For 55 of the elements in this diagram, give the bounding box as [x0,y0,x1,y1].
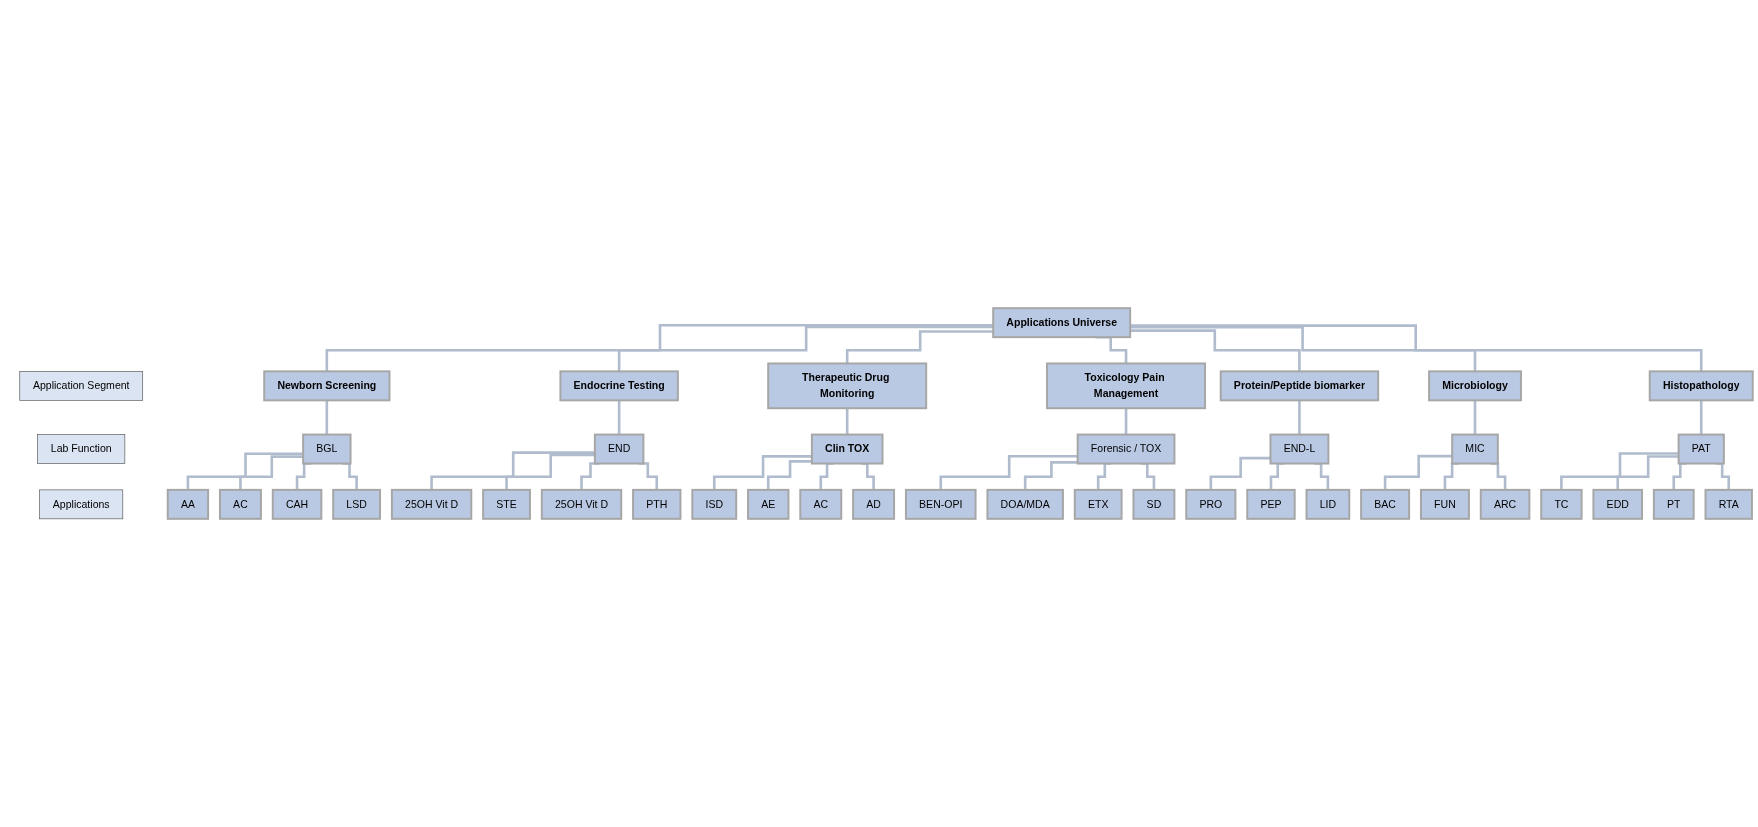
node-box: BAC [1360,488,1411,520]
node-box: TC [1540,488,1583,520]
node-box: STE [482,488,531,520]
node-box: Toxicology Pain Management [1046,362,1207,410]
connector [845,330,994,365]
node-box: CAH [271,488,323,520]
node-box: Forensic / TOX [1076,433,1176,465]
connector [1130,325,1477,373]
node-box: Application Segment [19,371,144,401]
node-box: Newborn Screening [263,370,391,402]
node-box: AA [166,488,210,520]
connector [617,399,621,436]
node-box: AD [852,488,896,520]
node-box: AE [747,488,790,520]
node-box: Endocrine Testing [559,370,679,402]
connector [325,399,329,436]
node-box: DOA/MDA [986,488,1064,520]
node-box: Lab Function [37,434,126,464]
node-box: PAT [1677,433,1725,465]
node-box: Clin TOX [810,433,884,465]
node-box: Therapeutic Drug Monitoring [767,362,928,410]
node-box: Protein/Peptide biomarker [1219,370,1380,402]
node-box: PRO [1185,488,1237,520]
node-box: END-L [1269,433,1330,465]
node-box: RTA [1704,488,1753,520]
node-box: FUN [1419,488,1470,520]
node-box: AC [799,488,843,520]
node-box: PT [1652,488,1695,520]
node-box: ISD [691,488,738,520]
node-box: ARC [1479,488,1531,520]
node-box: Histopathology [1648,370,1754,402]
node-box: MIC [1451,433,1499,465]
connector [325,323,994,373]
node-box: END [593,433,645,465]
connector [1130,329,1301,373]
node-box: PTH [632,488,682,520]
node-box: BEN-OPI [904,488,977,520]
node-box: Microbiology [1428,370,1522,402]
node-box: PEP [1246,488,1296,520]
node-box: Applications Universe [992,307,1132,339]
connector [1298,399,1301,436]
node-box: 25OH Vit D [540,488,623,520]
node-box: LSD [332,488,381,520]
node-box: AC [218,488,262,520]
connector [617,325,994,373]
node-box: SD [1132,488,1176,520]
node-box: Applications [39,489,124,520]
node-box: BGL [302,433,352,465]
node-box: LID [1305,488,1351,520]
connector [1699,399,1703,436]
node-box: ETX [1073,488,1123,520]
connector [1130,324,1703,373]
connector [1473,399,1477,436]
node-box: 25OH Vit D [390,488,473,520]
node-box: EDD [1592,488,1643,520]
